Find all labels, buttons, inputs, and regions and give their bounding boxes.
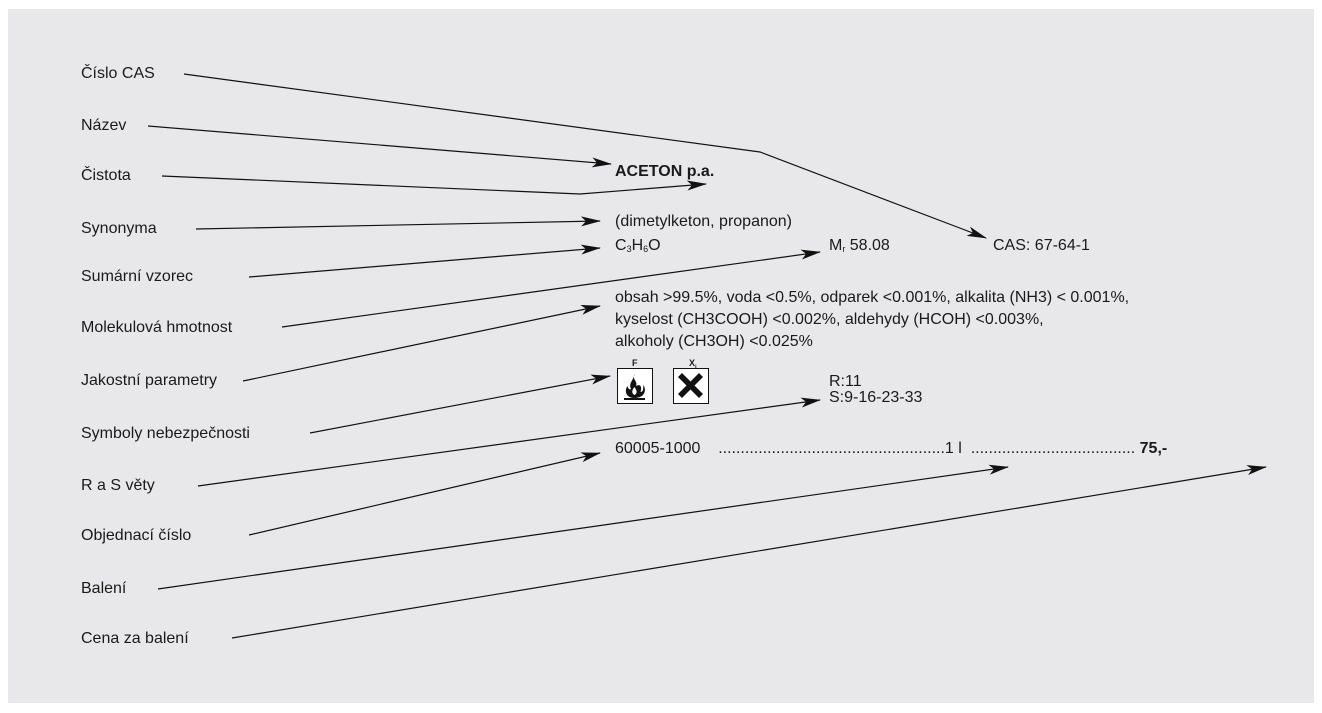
label-r-s-phrases: R a S věty [81, 477, 155, 494]
connector-order [248, 452, 601, 536]
connector-synonyms [195, 216, 601, 230]
package-size: 1 l [944, 440, 962, 457]
connector-molecular-weight [281, 249, 821, 328]
order-line: 60005-1000 .............................… [615, 440, 1167, 458]
label-price: Cena za balení [81, 630, 189, 647]
quality-line-2: kyselost (CH3COOH) <0.002%, aldehydy (HC… [615, 311, 1044, 328]
label-synonyms: Synonyma [81, 220, 157, 237]
label-packaging: Balení [81, 580, 127, 597]
label-purity: Čistota [81, 167, 131, 184]
label-cas-number: Číslo CAS [81, 65, 155, 82]
connector-purity [161, 175, 707, 195]
product-molecular-weight: Mr 58.08 [829, 237, 890, 254]
connector-r-s [197, 397, 821, 487]
quality-line-1: obsah >99.5%, voda <0.5%, odparek <0.001… [615, 289, 1130, 306]
product-formula: C3H6O [615, 237, 661, 254]
connector-formula [248, 244, 601, 278]
diagram-panel [8, 9, 1314, 703]
label-name: Název [81, 117, 127, 134]
hazard-irritant-code: Xi [689, 358, 697, 371]
order-leader-1: ........................................… [718, 440, 945, 457]
label-order-number: Objednací číslo [81, 527, 192, 544]
label-hazard-symbols: Symboly nebezpečnosti [81, 425, 250, 442]
quality-line-3: alkoholy (CH3OH) <0.025% [615, 333, 813, 350]
flame-icon [617, 368, 653, 404]
hazard-flammable-code: F [632, 358, 638, 368]
cross-icon [673, 368, 709, 404]
r-phrases: R:11 [829, 373, 862, 390]
s-phrases: S:9-16-23-33 [829, 389, 923, 406]
order-number: 60005-1000 [615, 440, 701, 457]
product-synonyms: (dimetylketon, propanon) [615, 213, 792, 230]
connector-package [157, 464, 1009, 590]
label-molecular-weight: Molekulová hmotnost [81, 319, 233, 336]
product-cas: CAS: 67-64-1 [993, 237, 1090, 254]
product-name: ACETON p.a. [615, 163, 715, 180]
label-formula: Sumární vzorec [81, 268, 194, 285]
connector-hazard [309, 374, 611, 434]
connector-quality [242, 305, 601, 382]
connector-cas [183, 73, 987, 239]
connector-name [147, 125, 612, 168]
price-value: 75,- [1139, 440, 1168, 457]
order-leader-2: ..................................... [970, 440, 1136, 457]
connector-price [231, 465, 1267, 639]
label-quality-parameters: Jakostní parametry [81, 372, 218, 389]
